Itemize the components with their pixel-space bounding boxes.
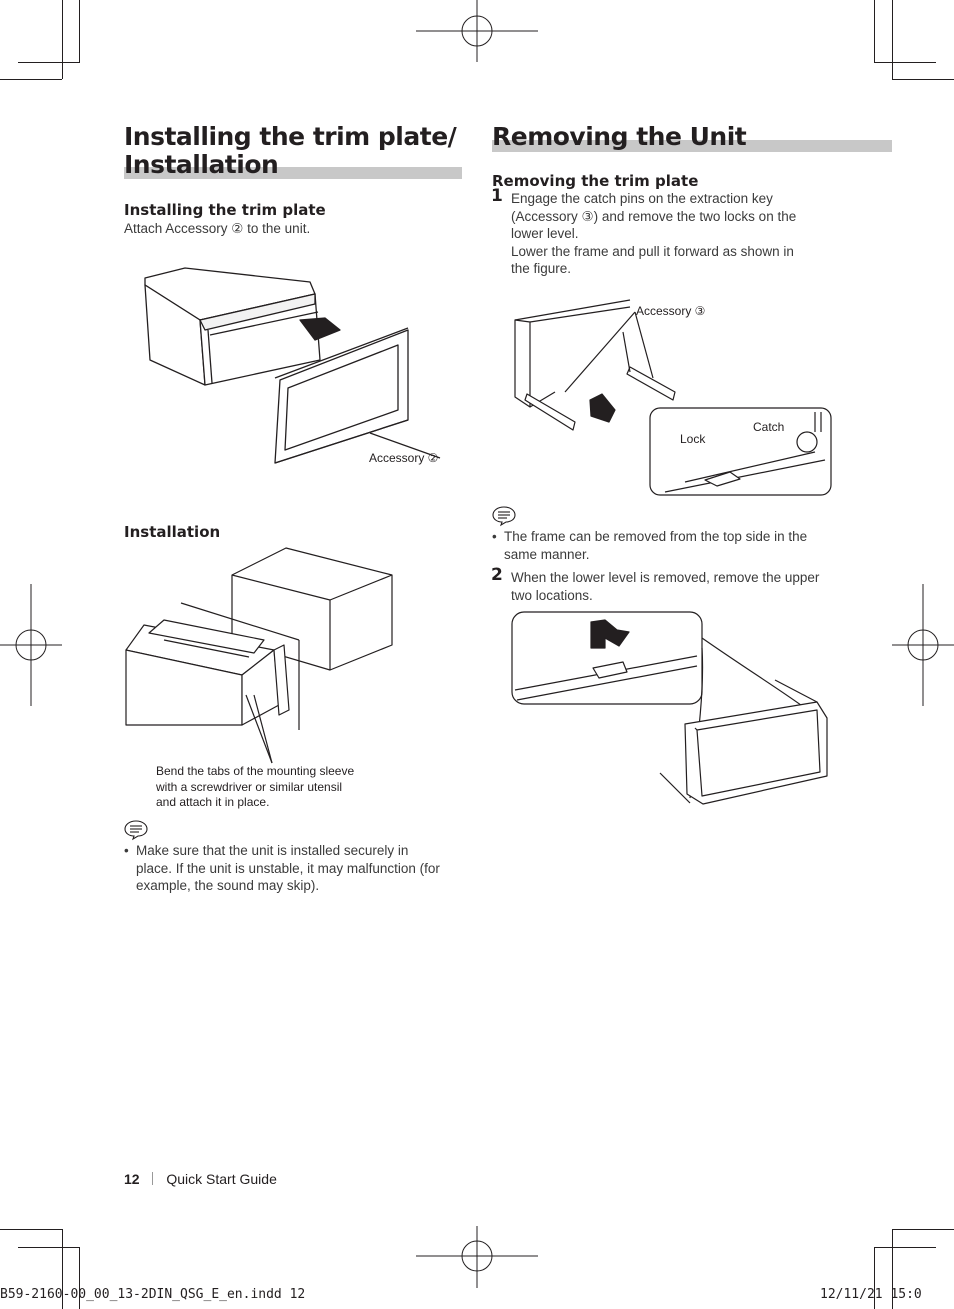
guide-name: Quick Start Guide	[166, 1171, 277, 1187]
catch-label: Catch	[753, 420, 785, 434]
slug-filename: B59-2160-00_00_13-2DIN_QSG_E_en.indd 12	[0, 1287, 306, 1302]
subheading-removing-trim-plate: Removing the trim plate	[492, 172, 699, 190]
footer-separator	[152, 1172, 154, 1185]
note-icon	[124, 820, 148, 841]
removing-trim-plate-illustration	[514, 299, 832, 496]
note-bullet-installation: • Make sure that the unit is installed s…	[124, 843, 440, 893]
section-title-removing-unit: Removing the Unit	[492, 122, 747, 151]
subheading-installing-trim-plate: Installing the trim plate	[124, 201, 326, 219]
step-2-text: When the lower level is removed, remove …	[511, 570, 820, 603]
trim-plate-illustration	[144, 267, 441, 464]
removing-upper-locks-illustration	[511, 611, 828, 805]
accessory-3-label: Accessory ③	[636, 304, 706, 318]
instruction-text: Attach Accessory ② to the unit.	[124, 221, 311, 236]
heading-underline-bar	[124, 167, 462, 179]
step-number-1: 1	[491, 186, 503, 206]
subheading-installation: Installation	[124, 523, 221, 541]
lock-label: Lock	[680, 432, 706, 446]
note-bullet-removal: • The frame can be removed from the top …	[492, 529, 808, 562]
heading-underline-bar	[492, 140, 892, 152]
note-icon	[492, 506, 516, 527]
step-1-text: Engage the catch pins on the extraction …	[511, 191, 797, 276]
installation-caption: Bend the tabs of the mounting sleeve wit…	[156, 764, 355, 809]
section-title-trim-plate: Installing the trim plate/ Installation	[124, 122, 457, 179]
page-number: 12	[124, 1171, 140, 1187]
page-footer: 12 Quick Start Guide	[124, 1171, 277, 1187]
step-number-2: 2	[491, 565, 503, 585]
slug-timestamp: 12/11/21 15:0	[820, 1287, 922, 1302]
installation-illustration	[125, 547, 393, 764]
accessory-2-label: Accessory ②	[369, 451, 439, 465]
